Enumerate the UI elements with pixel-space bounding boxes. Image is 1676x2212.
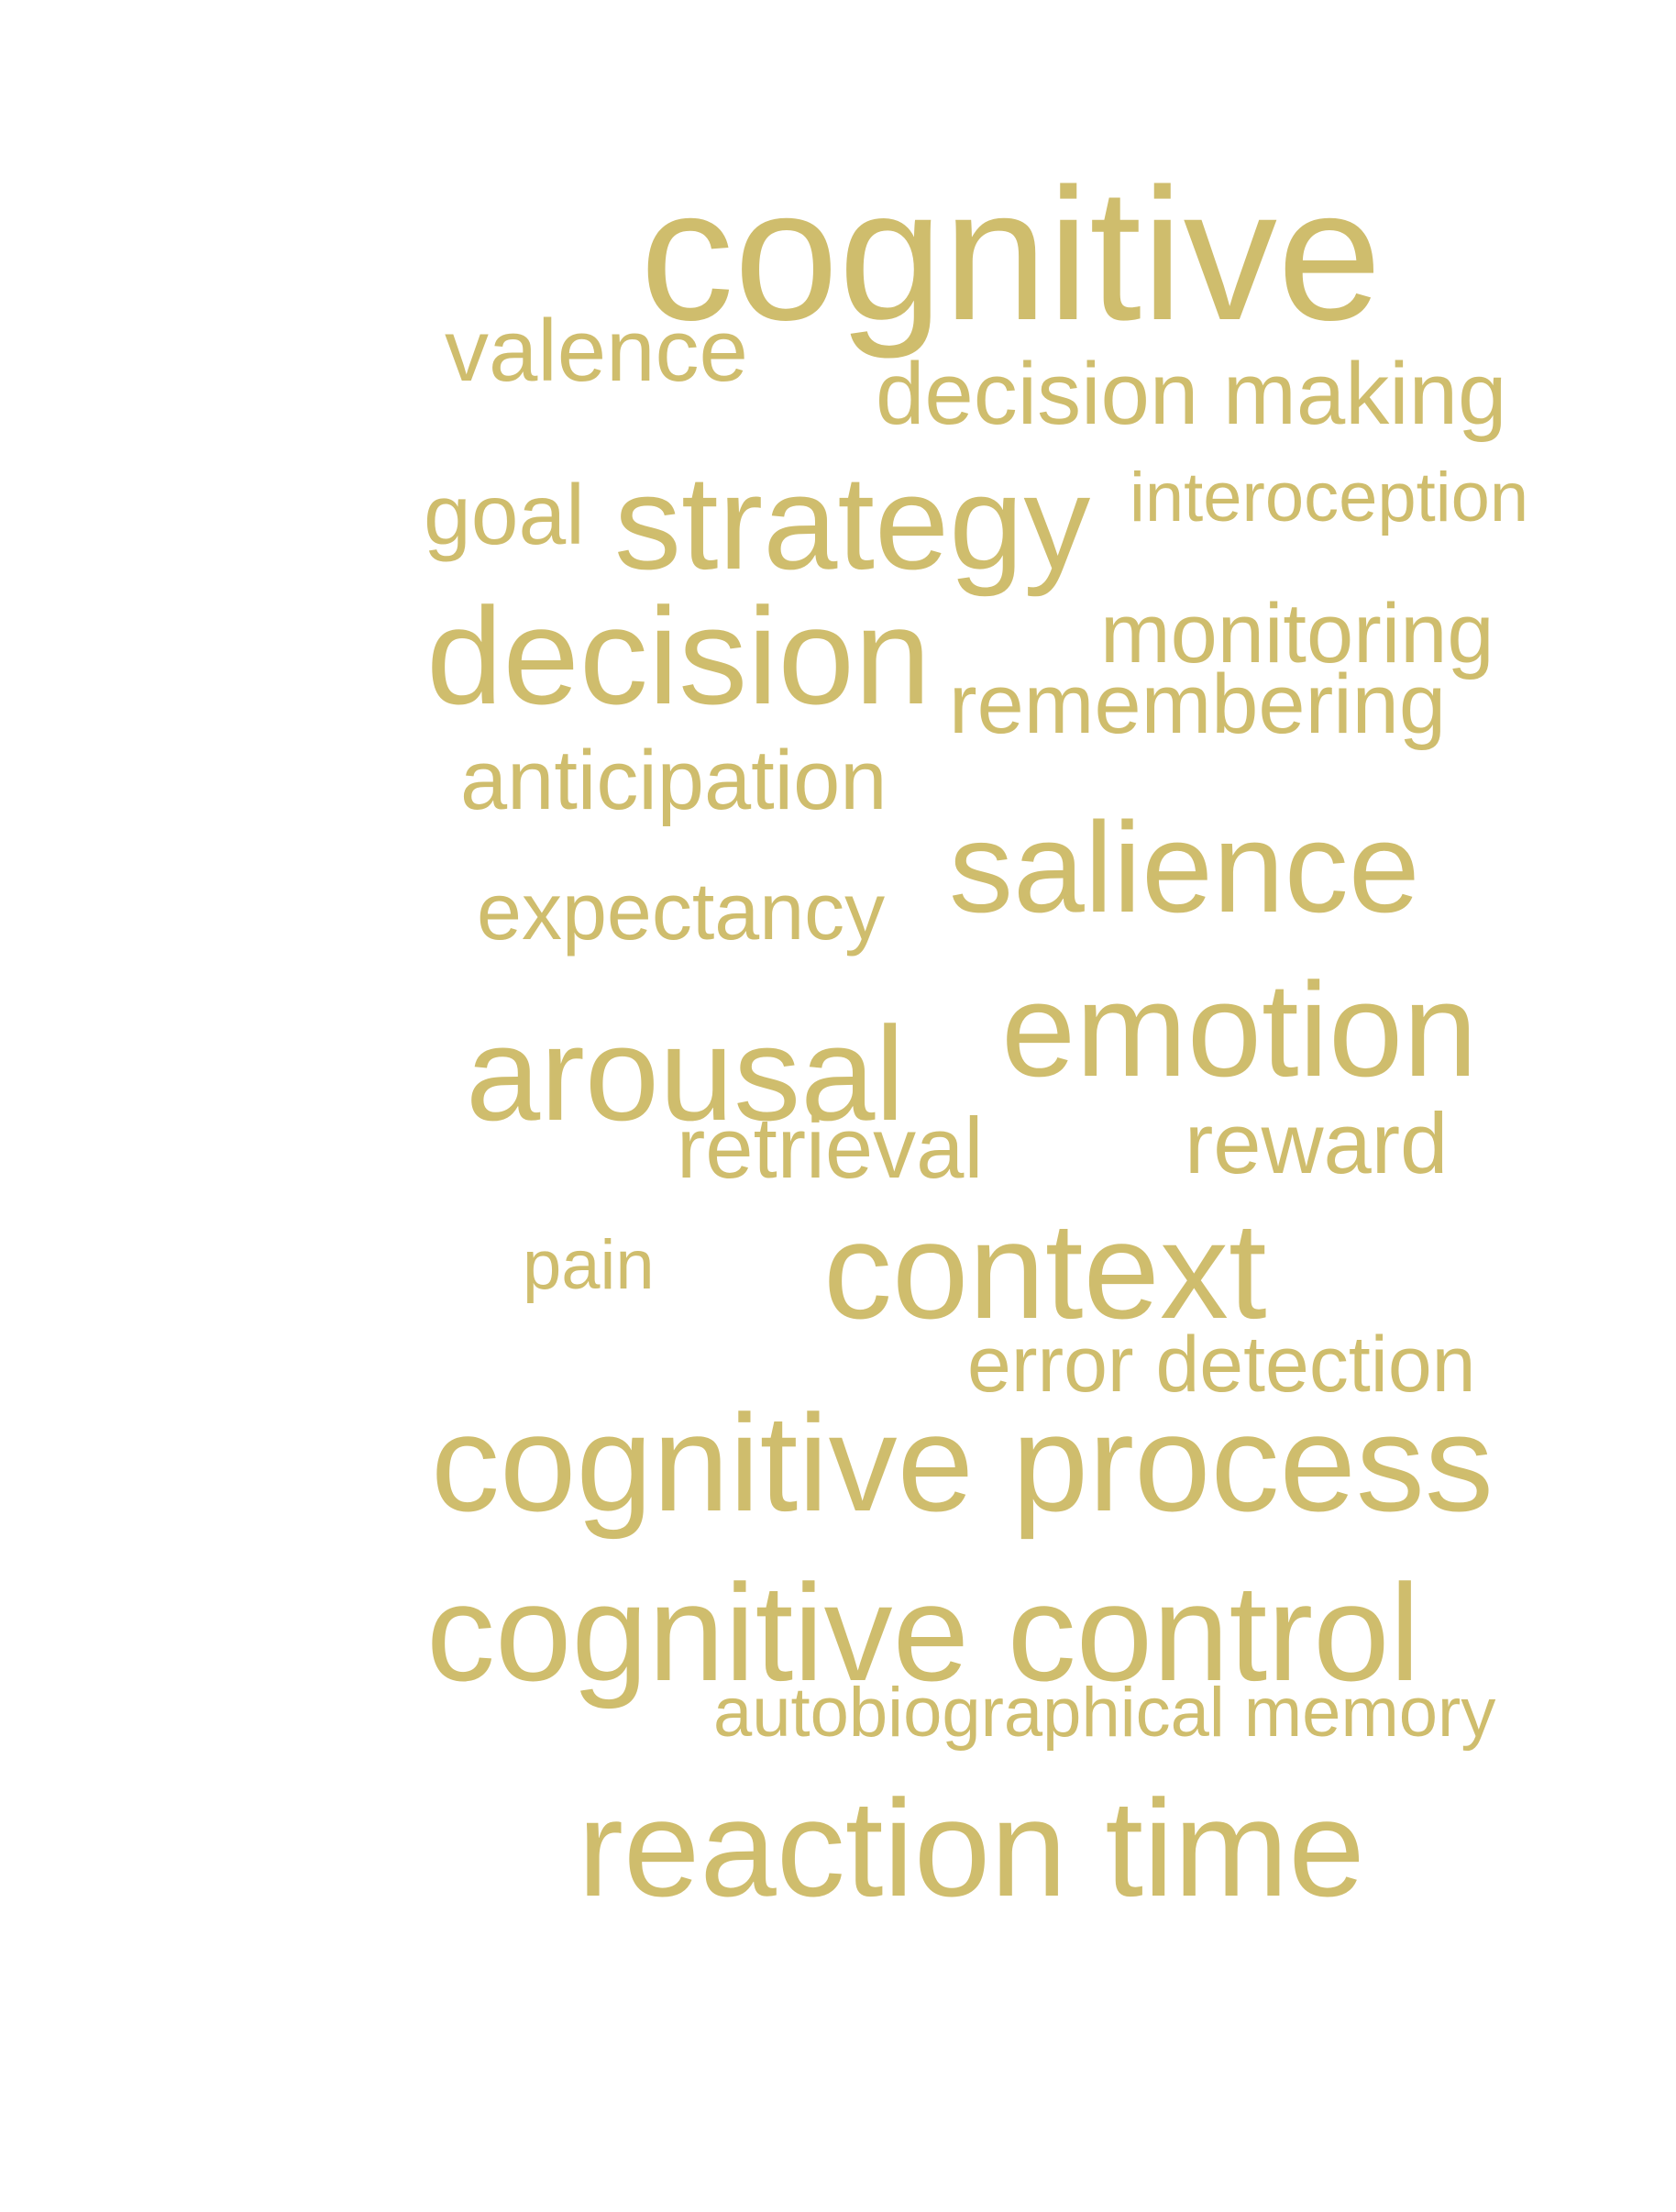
word-emotion: emotion (1001, 955, 1478, 1104)
word-decision: decision (426, 579, 932, 733)
word-expectancy: expectancy (477, 866, 886, 957)
word-cognitive-control: cognitive control (426, 1555, 1420, 1709)
word-salience: salience (949, 795, 1420, 939)
word-anticipation: anticipation (460, 734, 888, 827)
word-valence: valence (445, 302, 748, 400)
word-strategy: strategy (614, 448, 1091, 597)
word-autobiographical-memory: autobiographical memory (713, 1674, 1496, 1752)
word-monitoring: monitoring (1100, 587, 1494, 680)
word-decision-making: decision making (876, 345, 1507, 443)
word-reaction-time: reaction time (578, 1771, 1365, 1925)
word-interoception: interoception (1130, 459, 1529, 536)
word-goal: goal (424, 467, 585, 562)
word-reward: reward (1185, 1095, 1449, 1191)
word-retrieval: retrieval (677, 1100, 984, 1196)
word-context: context (823, 1193, 1267, 1347)
word-error-detection: error detection (967, 1321, 1476, 1409)
word-remembering: remembering (949, 658, 1446, 751)
word-arousal: arousal (466, 999, 905, 1148)
word-cognitive-process: cognitive process (431, 1386, 1494, 1540)
word-pain: pain (523, 1226, 655, 1304)
word-cognitive: cognitive (640, 149, 1383, 359)
